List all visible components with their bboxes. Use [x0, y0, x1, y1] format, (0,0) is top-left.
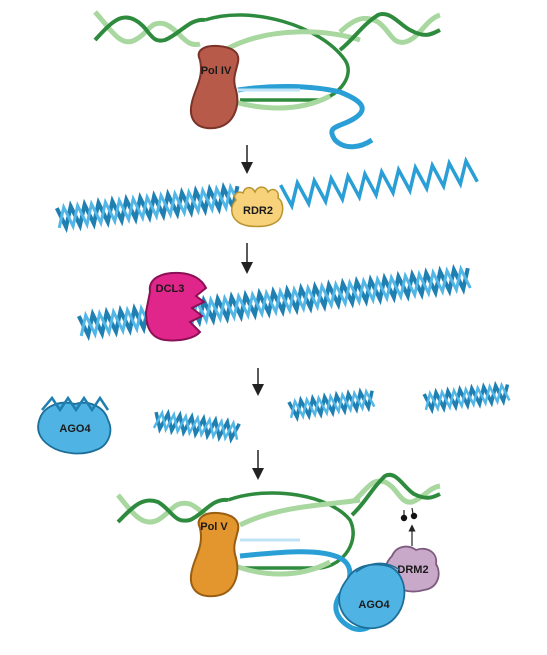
sirna-duplex [287, 387, 374, 423]
ago4-bound-label: AGO4 [358, 599, 390, 611]
ago4-bound: AGO4 [338, 562, 406, 630]
pol-v-label: Pol V [200, 521, 228, 533]
dsrna-strand-a [55, 181, 240, 234]
sirna-duplex-strand [289, 387, 376, 420]
stage-pol-iv-transcription: Pol IV [93, 10, 442, 150]
ago4-free: AGO4 [37, 395, 112, 455]
dna-helix-top [93, 10, 442, 111]
dsrna-strand-b [57, 182, 242, 231]
ago4-free-label: AGO4 [59, 423, 91, 435]
dcl3-label: DCL3 [156, 283, 185, 295]
ssrna-template [279, 156, 479, 211]
methyl-group-icon [400, 507, 418, 522]
dsrna-strand-a [77, 263, 470, 342]
dsrna-strand-b [79, 264, 472, 339]
nascent-rna [237, 83, 374, 150]
stage-de-novo-methylation: Pol V DRM2 AGO4 [116, 472, 441, 633]
pol-iv-enzyme: Pol IV [190, 44, 240, 130]
sirna-duplex-strand [152, 409, 239, 442]
dcl3-enzyme: DCL3 [144, 271, 208, 342]
stage-dcl3-dicing: DCL3 [77, 263, 472, 342]
pol-iv-label: Pol IV [201, 65, 232, 77]
stage-rdr2-dsrna: RDR2 [55, 156, 479, 234]
rdr2-enzyme: RDR2 [231, 186, 284, 228]
rdr2-label: RDR2 [243, 205, 273, 217]
drm2-label: DRM2 [397, 564, 428, 576]
sirna-duplex [422, 380, 510, 415]
stage-sirna-loading: AGO4 [37, 380, 511, 455]
sirna-duplex-strand [424, 381, 511, 413]
pol-v-enzyme: Pol V [190, 511, 240, 598]
sirna-duplex [154, 408, 241, 444]
